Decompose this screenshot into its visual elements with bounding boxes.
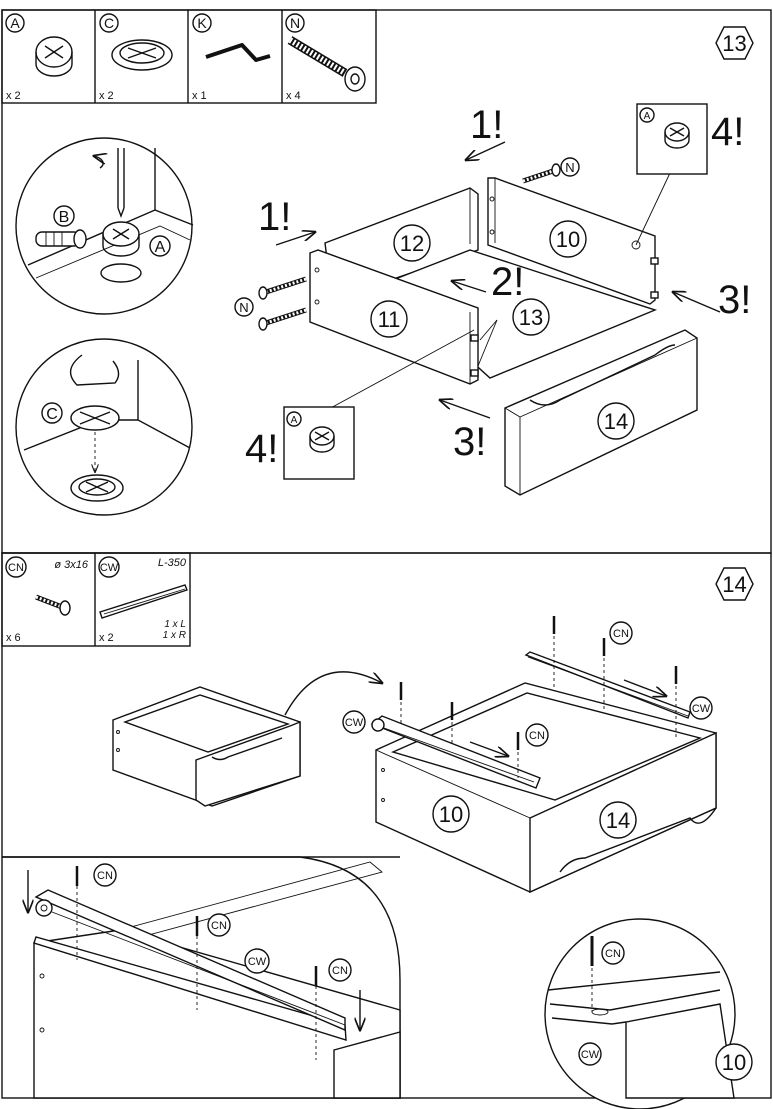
label-b: B (59, 209, 70, 226)
parts-table-step-13: A x 2 C x 2 K x 1 N x 4 (1, 9, 377, 104)
part-quantity: x 2 (6, 90, 21, 102)
callout-step-4: 4! (245, 427, 278, 471)
callout-step-1: 1! (470, 103, 503, 147)
panel-10-label: 10 (556, 227, 580, 252)
label-c: C (46, 406, 58, 423)
part-quantity: x 1 (192, 90, 207, 102)
label-cn: CN (332, 965, 348, 977)
callout-step-2: 2! (491, 260, 524, 304)
svg-text:A: A (644, 111, 651, 122)
detail-runner-screw: CN CW 10 (544, 918, 753, 1109)
part-spec: L-350 (158, 557, 187, 569)
label-n: N (565, 160, 574, 175)
label-n: N (239, 300, 248, 315)
part-letter: CW (100, 562, 119, 574)
part-quantity: x 6 (6, 632, 21, 644)
cam-lock-callout-box: A (636, 103, 708, 175)
drawer-runner-icon (99, 584, 188, 619)
part-note: 1 x L (164, 619, 186, 630)
label-cn: CN (97, 870, 113, 882)
part-letter: N (290, 15, 300, 31)
bolt-icon (287, 36, 366, 92)
cabinet-with-runners: CW CN CN CW 10 14 (342, 616, 717, 894)
panel-11-label: 11 (378, 307, 401, 332)
part-quantity: x 2 (99, 632, 114, 644)
panel-10-label: 10 (439, 802, 463, 827)
panel-14-label: 14 (606, 808, 630, 833)
label-cw: CW (345, 717, 364, 729)
part-letter: C (104, 15, 114, 31)
cam-lock-callout-box: A (283, 406, 355, 480)
allen-key-icon (205, 43, 271, 62)
callout-step-1: 1! (258, 195, 291, 239)
callout-step-3: 3! (453, 420, 486, 464)
part-letter: K (197, 15, 207, 31)
part-letter: A (10, 15, 20, 31)
bolt-icon (258, 163, 561, 331)
label-cn: CN (529, 730, 545, 742)
detail-cam-cover: C (15, 338, 193, 516)
drawer-assembly-exploded: 12 10 11 13 14 1! 1! 2! 3! 3! 4! 4! N N (234, 103, 751, 496)
part-letter: CN (8, 562, 24, 574)
label-cw: CW (692, 703, 711, 715)
step-number-badge: 14 (715, 567, 754, 601)
cam-lock-icon (35, 36, 73, 77)
detail-runner-fixing: CN CN CW CN (2, 856, 401, 1099)
panel-10-label: 10 (722, 1050, 746, 1075)
part-quantity: x 2 (99, 90, 114, 102)
detail-cam-lock: B A (15, 137, 194, 315)
screw-icon (399, 616, 678, 750)
callout-step-3: 3! (718, 278, 751, 322)
part-quantity: x 4 (286, 90, 301, 102)
svg-text:14: 14 (722, 572, 746, 597)
svg-text:A: A (291, 415, 298, 426)
assembled-drawer (112, 686, 301, 807)
label-cw: CW (248, 956, 267, 968)
step-number-badge: 13 (715, 26, 754, 60)
svg-text:13: 13 (722, 31, 746, 56)
label-cn: CN (605, 948, 621, 960)
label-cn: CN (613, 628, 629, 640)
label-cw: CW (581, 1049, 600, 1061)
screw-icon (35, 594, 71, 616)
part-note: 1 x R (163, 630, 186, 641)
parts-table-step-14: CN ø 3x16 x 6 CW L-350 1 x L 1 x R x 2 (1, 552, 191, 647)
panel-12-label: 12 (400, 231, 424, 256)
cam-cover-icon (111, 39, 173, 71)
callout-step-4: 4! (711, 110, 744, 154)
panel-14-label: 14 (604, 409, 628, 434)
label-cn: CN (211, 920, 227, 932)
panel-13-label: 13 (519, 305, 543, 330)
label-a: A (155, 239, 166, 256)
part-spec: ø 3x16 (54, 559, 89, 571)
